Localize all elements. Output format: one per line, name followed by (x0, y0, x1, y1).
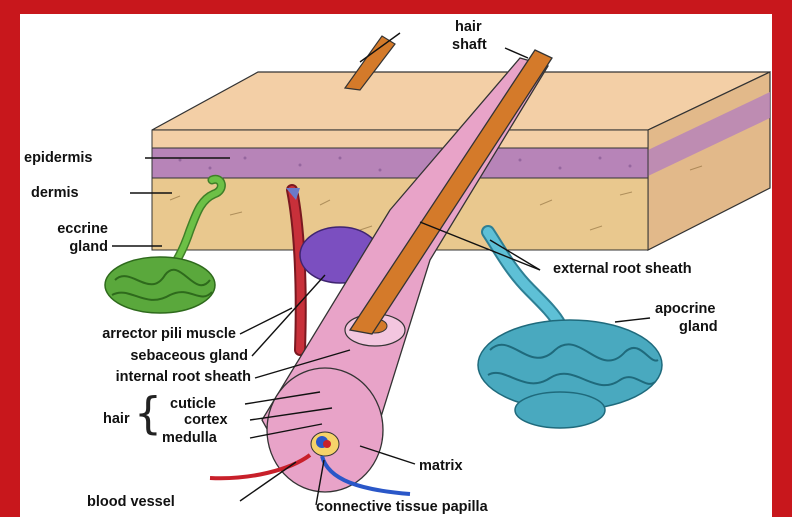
label-apocrine-line2: gland (679, 319, 718, 335)
label-blood-vessel: blood vessel (87, 494, 175, 510)
label-external-root-sheath: external root sheath (553, 261, 692, 277)
label-eccrine-line1: eccrine (22, 221, 108, 237)
label-cuticle: cuticle (170, 396, 216, 412)
hair-group-brace: { (134, 392, 162, 436)
label-medulla: medulla (162, 430, 217, 446)
label-matrix: matrix (419, 458, 463, 474)
label-internal-root-sheath: internal root sheath (20, 369, 251, 385)
label-dermis: dermis (31, 185, 79, 201)
label-connective-tissue-papilla: connective tissue papilla (316, 499, 488, 515)
label-hair-group: hair (103, 411, 130, 427)
label-arrector-pili-muscle: arrector pili muscle (20, 326, 236, 342)
label-apocrine-line1: apocrine (655, 301, 715, 317)
label-epidermis: epidermis (24, 150, 93, 166)
hair-bulb (267, 368, 383, 492)
label-eccrine-line2: gland (22, 239, 108, 255)
stratum-corneum (152, 130, 648, 148)
label-hair-shaft-line2: shaft (452, 37, 487, 53)
label-hair-shaft-line1: hair (455, 19, 482, 35)
label-sebaceous-gland: sebaceous gland (20, 348, 248, 364)
label-cortex: cortex (184, 412, 228, 428)
epidermis-layer (152, 148, 648, 178)
